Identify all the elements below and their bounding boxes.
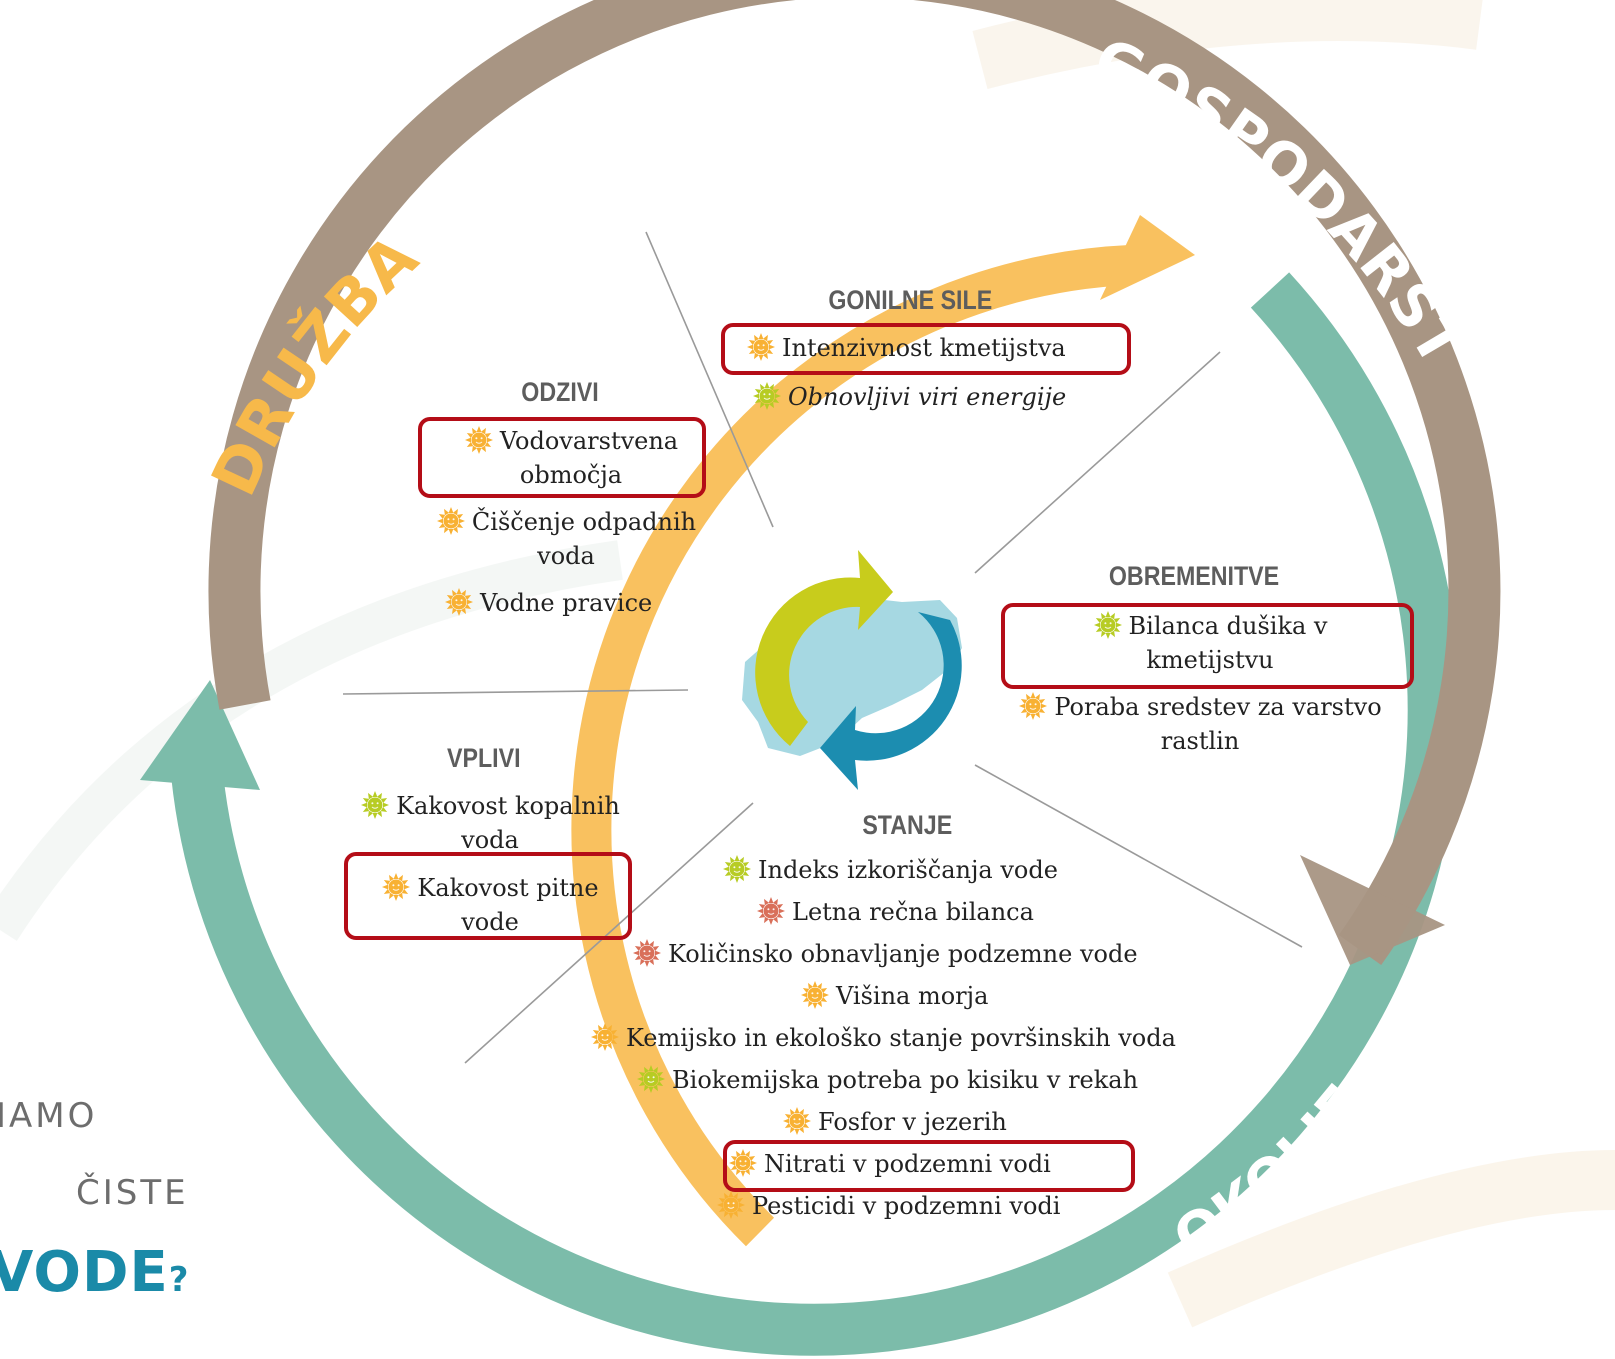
- orange-sun-icon: [464, 425, 494, 455]
- orange-sun-icon: [716, 1190, 746, 1220]
- orange-sun-icon: [800, 980, 830, 1010]
- orange-sun-icon: [746, 332, 776, 362]
- stanje-item: Biokemijska potreba po kisiku v rekah: [636, 1063, 1138, 1097]
- highlight-box: [1001, 603, 1414, 689]
- stanje-item: Indeks izkoriščanja vode: [722, 853, 1058, 887]
- green-sun-icon: [722, 854, 752, 884]
- stanje-item: Fosfor v jezerih: [782, 1105, 1007, 1139]
- orange-sun-icon: [381, 872, 411, 902]
- green-sun-icon: [1093, 610, 1123, 640]
- brown-ring-arc: [208, 0, 1501, 966]
- item-vodovarstvena-obmocja: Vodovarstvena območja: [440, 424, 702, 492]
- section-title-vplivi: VPLIVI: [446, 743, 521, 773]
- red-sun-icon: [756, 896, 786, 926]
- orange-sun-icon: [590, 1022, 620, 1052]
- item-bilanca-dusika: Bilanca dušika v kmetijstvu: [1040, 609, 1380, 677]
- brown-ring-arrowhead: [1300, 855, 1445, 965]
- green-sun-icon: [752, 381, 782, 411]
- orange-ring-arc: [571, 245, 1131, 1247]
- tagline-vode: VODE: [0, 1240, 169, 1305]
- section-title-stanje: STANJE: [862, 810, 953, 840]
- orange-sun-icon: [1018, 691, 1048, 721]
- item-kakovost-kopalnih-voda: Kakovost kopalnih voda: [340, 789, 640, 857]
- stanje-item: Višina morja: [800, 979, 988, 1013]
- green-sun-icon: [636, 1064, 666, 1094]
- teal-ring-arc: [169, 272, 1460, 1356]
- item-kakovost-pitne-vode: Kakovost pitne vode: [360, 871, 620, 939]
- section-title-obremenitve: OBREMENITVE: [1108, 561, 1280, 591]
- tagline-line2: ČISTE: [76, 1173, 189, 1213]
- item-poraba-sredstev: Poraba sredstev za varstvo rastlin: [1000, 690, 1400, 758]
- section-title-odzivi: ODZIVI: [521, 377, 599, 407]
- highlight-box: [723, 1140, 1135, 1192]
- section-dividers: [342, 231, 1303, 1064]
- tagline-question-mark: ?: [168, 1260, 190, 1300]
- orange-ring-arrowhead: [1100, 215, 1195, 300]
- orange-sun-icon: [436, 506, 466, 536]
- tagline-line1: IAMO: [0, 1096, 98, 1136]
- highlight-box: [418, 417, 706, 498]
- stanje-item: Kemijsko in ekološko stanje površinskih …: [590, 1021, 1176, 1055]
- ring-label-gospodarstvo: GOSPODARSTVO: [0, 0, 1476, 377]
- orange-sun-icon: [728, 1148, 758, 1178]
- item-obnovljivi-viri-energije: Obnovljivi viri energije: [752, 380, 1066, 414]
- teal-ring-arrowhead: [140, 680, 260, 790]
- orange-sun-icon: [444, 587, 474, 617]
- item-intenzivnost-kmetijstva: Intenzivnost kmetijstva: [746, 331, 1066, 365]
- highlight-box: [721, 323, 1131, 375]
- highlight-box: [344, 852, 632, 940]
- section-title-gonilne-sile: GONILNE SILE: [828, 285, 993, 315]
- stanje-item: Količinsko obnavljanje podzemne vode: [632, 937, 1138, 971]
- orange-sun-icon: [782, 1106, 812, 1136]
- stanje-item: Pesticidi v podzemni vodi: [716, 1189, 1060, 1223]
- tagline-line3: VODE?: [0, 1240, 189, 1305]
- stanje-item: Letna rečna bilanca: [756, 895, 1034, 929]
- green-sun-icon: [360, 790, 390, 820]
- item-vodne-pravice: Vodne pravice: [444, 586, 652, 620]
- red-sun-icon: [632, 938, 662, 968]
- stanje-item: Nitrati v podzemni vodi: [728, 1147, 1051, 1181]
- item-ciscenje-odpadnih-voda: Čiščenje odpadnih voda: [420, 505, 712, 573]
- center-cycle-emblem: [742, 550, 962, 790]
